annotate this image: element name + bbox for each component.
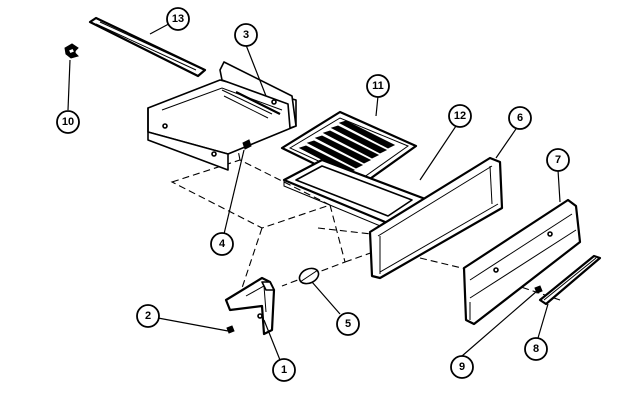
callout-3: 3 — [234, 23, 258, 47]
svg-text:13: 13 — [172, 13, 184, 25]
callout-8: 8 — [524, 337, 548, 361]
part-13-rail — [88, 16, 207, 78]
callout-1: 1 — [272, 358, 296, 382]
svg-text:10: 10 — [62, 116, 74, 128]
callout-6: 6 — [508, 106, 532, 130]
leader-lines — [67, 18, 561, 361]
svg-text:4: 4 — [219, 238, 226, 250]
part-2-screw — [226, 325, 235, 334]
callout-4: 4 — [210, 232, 234, 256]
svg-text:8: 8 — [533, 343, 539, 355]
part-10-clip — [64, 43, 79, 59]
part-6-drawer-front — [368, 156, 504, 280]
callout-12: 12 — [448, 104, 472, 128]
callout-10: 10 — [56, 110, 80, 134]
svg-text:11: 11 — [372, 80, 384, 92]
part-4-screw — [242, 139, 252, 150]
callout-2: 2 — [136, 304, 160, 328]
part-7-outer-panel — [462, 198, 582, 326]
svg-text:2: 2 — [145, 310, 151, 322]
svg-text:12: 12 — [454, 110, 466, 122]
svg-text:7: 7 — [555, 154, 561, 166]
part-5-spring-clip — [298, 267, 320, 285]
part-1-bracket — [224, 276, 276, 336]
part-8-handle-bar — [538, 254, 602, 306]
part-3-drawer-tray — [147, 61, 297, 171]
svg-text:1: 1 — [281, 364, 287, 376]
svg-text:6: 6 — [517, 112, 523, 124]
callout-13: 13 — [166, 7, 190, 31]
svg-text:5: 5 — [345, 318, 351, 330]
callout-11: 11 — [366, 74, 390, 98]
part-12-broiler-pan — [282, 158, 430, 231]
callout-5: 5 — [336, 312, 360, 336]
callout-9: 9 — [450, 355, 474, 379]
svg-text:9: 9 — [459, 361, 465, 373]
svg-text:3: 3 — [243, 29, 249, 41]
callout-7: 7 — [546, 148, 570, 172]
